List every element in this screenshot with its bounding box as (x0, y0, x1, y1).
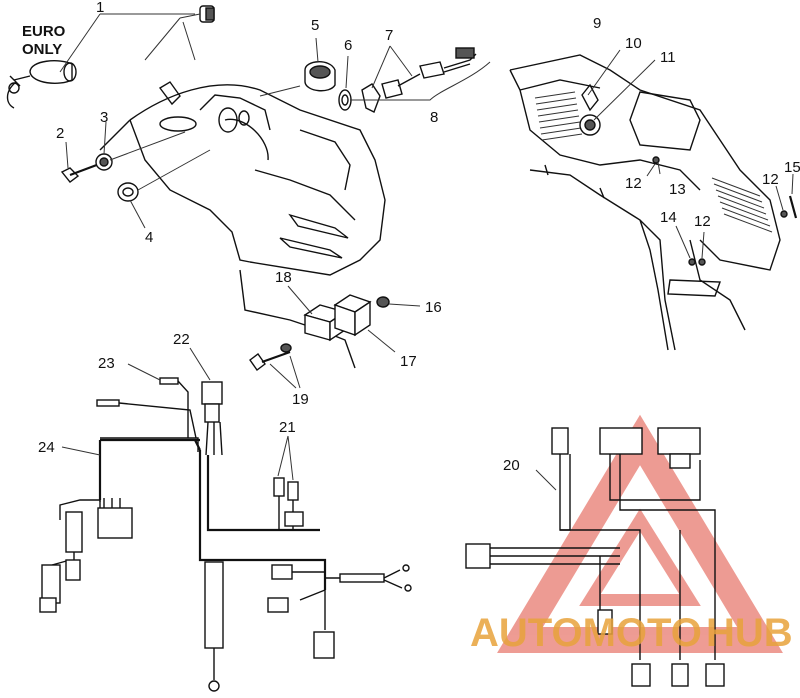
headlight-assembly (509, 49, 798, 351)
grille-right (711, 177, 773, 233)
callout-16: 16 (425, 299, 442, 316)
callout-19: 19 (292, 391, 309, 408)
switch-bracket-assembly (239, 269, 421, 389)
callout-12-a: 12 (625, 175, 642, 192)
headlight-wiring-harness (465, 427, 725, 687)
callout-3: 3 (100, 109, 108, 126)
callout-12-c: 12 (694, 213, 711, 230)
euro-only-label-line-1: EURO (22, 23, 66, 40)
callout-20: 20 (503, 457, 520, 474)
callout-18: 18 (275, 269, 292, 286)
callout-6: 6 (344, 37, 352, 54)
callout-8: 8 (430, 109, 438, 126)
watermark-text-hub: HUB (706, 611, 793, 655)
callout-7: 7 (385, 27, 393, 44)
callout-12-b: 12 (762, 171, 779, 188)
callout-15: 15 (784, 159, 800, 176)
callout-5: 5 (311, 17, 319, 34)
callout-10: 10 (625, 35, 642, 52)
watermark-text-main: AUTOMOTO (470, 611, 702, 655)
callout-1: 1 (96, 0, 104, 16)
callout-11: 11 (660, 49, 676, 66)
callout-13: 13 (669, 181, 686, 198)
callout-17: 17 (400, 353, 417, 370)
hood-assembly (6, 5, 491, 276)
main-wiring-harness (39, 347, 412, 692)
callout-2: 2 (56, 125, 64, 142)
callout-21: 21 (279, 419, 296, 436)
callout-23: 23 (98, 355, 115, 372)
euro-only-label-line-2: ONLY (22, 41, 62, 58)
callout-14: 14 (660, 209, 677, 226)
callout-4: 4 (145, 229, 153, 246)
callout-22: 22 (173, 331, 190, 348)
grille-left (534, 91, 583, 141)
callout-24: 24 (38, 439, 55, 456)
callout-9: 9 (593, 15, 601, 32)
